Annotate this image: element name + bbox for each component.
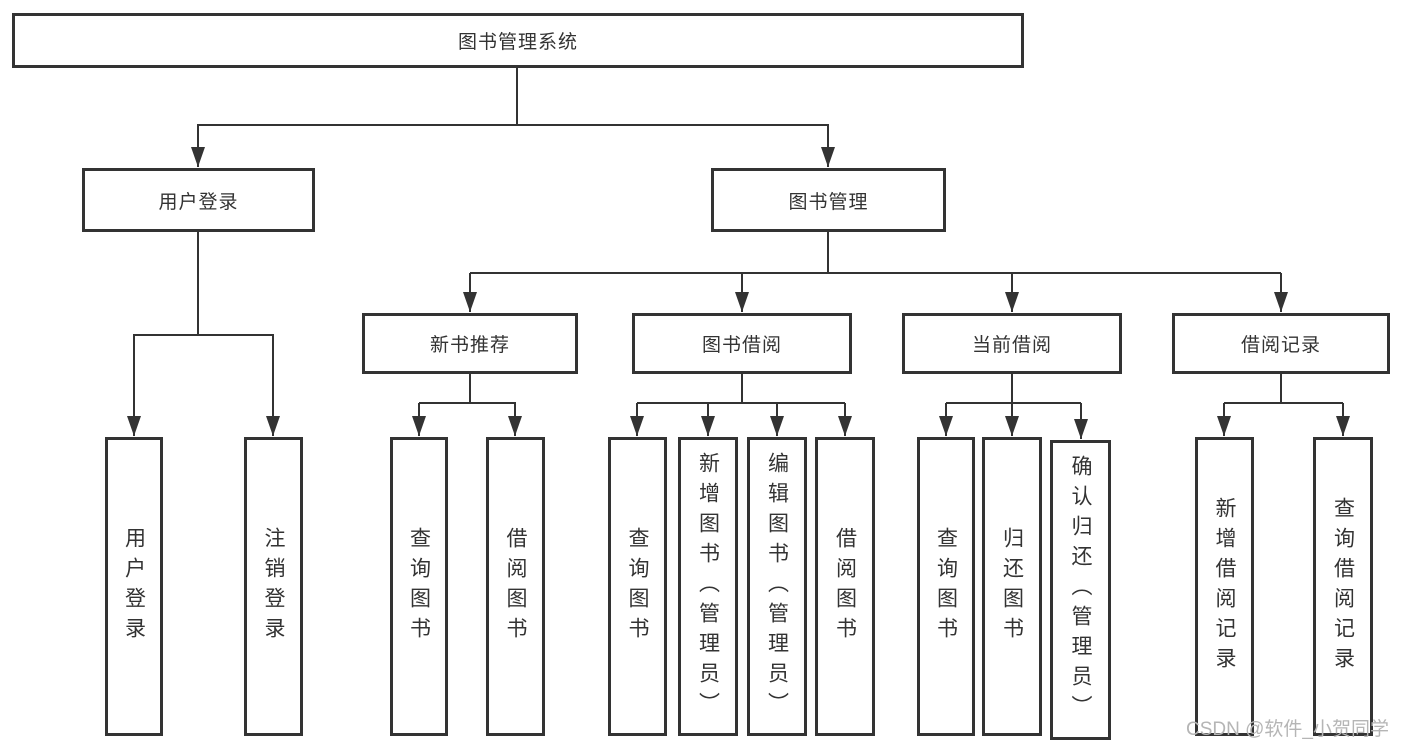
node-borrow-records: 借阅记录: [1172, 313, 1390, 374]
csdn-watermark: CSDN @软件_小贺同学: [1186, 719, 1389, 740]
node-new-book-recommend: 新书推荐: [362, 313, 578, 374]
leaf-records-add: 新增借阅记录: [1195, 437, 1254, 736]
node-book-borrow: 图书借阅: [632, 313, 852, 374]
leaf-current-confirm-admin: 确认归还（管理员）: [1050, 440, 1111, 740]
leaf-logout: 注销登录: [244, 437, 303, 736]
node-label: 图书管理系统: [457, 32, 578, 53]
leaf-borrow-borrow: 借阅图书: [815, 437, 875, 736]
node-label: 注销登录: [262, 526, 285, 647]
node-root-system: 图书管理系统: [12, 13, 1024, 68]
node-label: 查询图书: [626, 526, 649, 647]
node-label: 新增借阅记录: [1213, 496, 1236, 677]
node-label: 图书借阅: [701, 335, 782, 356]
leaf-user-login: 用户登录: [105, 437, 163, 736]
leaf-newbooks-query: 查询图书: [390, 437, 448, 736]
node-label: 借阅图书: [833, 526, 857, 647]
node-label: 编辑图书（管理员）: [765, 451, 789, 722]
node-label: 查询图书: [407, 526, 431, 647]
node-label: 借阅记录: [1240, 335, 1321, 356]
node-label: 新书推荐: [429, 335, 510, 356]
node-label: 归还图书: [1000, 526, 1024, 647]
node-label: 图书管理: [788, 191, 869, 213]
node-label: 当前借阅: [971, 335, 1052, 356]
node-label: 确认归还（管理员）: [1069, 455, 1092, 725]
leaf-current-query: 查询图书: [917, 437, 975, 736]
leaf-borrow-edit-admin: 编辑图书（管理员）: [747, 437, 807, 736]
leaf-borrow-add-admin: 新增图书（管理员）: [678, 437, 738, 736]
leaf-borrow-query: 查询图书: [608, 437, 667, 736]
node-book-management: 图书管理: [711, 168, 946, 232]
node-label: 查询图书: [934, 526, 958, 647]
node-label: 用户登录: [122, 526, 146, 647]
node-label: 查询借阅记录: [1331, 496, 1355, 677]
leaf-records-query: 查询借阅记录: [1313, 437, 1373, 736]
node-user-login: 用户登录: [82, 168, 315, 232]
node-label: 新增图书（管理员）: [696, 451, 720, 722]
node-current-borrow: 当前借阅: [902, 313, 1122, 374]
leaf-newbooks-borrow: 借阅图书: [486, 437, 545, 736]
node-label: 用户登录: [158, 191, 239, 213]
leaf-current-return: 归还图书: [982, 437, 1042, 736]
node-label: 借阅图书: [504, 526, 527, 647]
